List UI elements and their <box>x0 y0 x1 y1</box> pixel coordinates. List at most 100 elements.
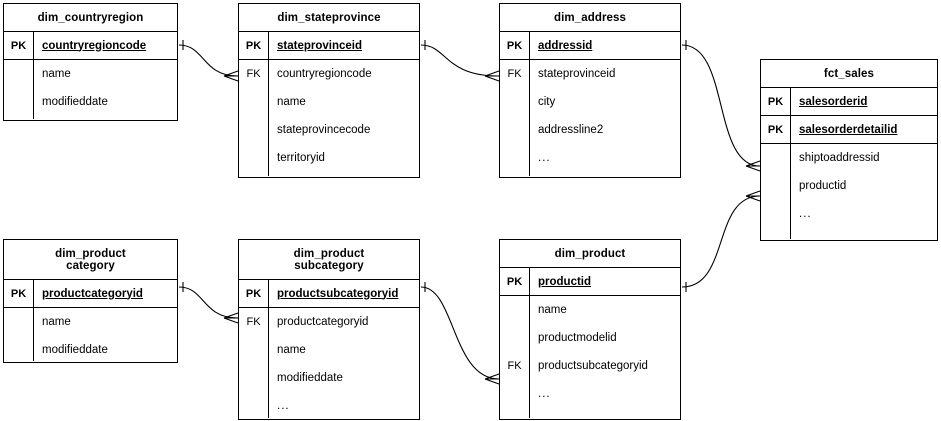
entity-title: dim_stateprovince <box>239 4 419 32</box>
pk-field-name: addressid <box>538 39 593 52</box>
field-row[interactable]: modifieddate <box>42 96 108 108</box>
field-row[interactable]: name <box>42 68 71 80</box>
pk-field-name: salesorderdetailid <box>799 123 898 136</box>
entity-title-text: dim_stateprovince <box>277 11 381 24</box>
attribute-section: FK countryregioncode name stateprovincecode… <box>239 60 419 177</box>
pk-field-name: productsubcategoryid <box>277 287 399 300</box>
entity-title-text: dim_product subcategory <box>293 247 365 272</box>
pk-field-name: salesorderid <box>799 95 868 108</box>
entity-title-text: dim_address <box>553 11 627 24</box>
relationship-line <box>420 44 500 77</box>
field-row[interactable]: stateprovincecode <box>277 124 371 136</box>
relationship-rel-address-fctsales[interactable] <box>681 40 761 172</box>
pk-badge: PK <box>500 268 530 295</box>
fk-badge: FK <box>246 316 261 328</box>
attribute-section: FK name productmodelid productsubcategoryid… <box>500 296 680 419</box>
key-column <box>4 308 34 362</box>
relationship-line <box>178 286 239 319</box>
field-row[interactable]: ... <box>538 152 551 164</box>
pk-field-name: countryregioncode <box>42 39 147 52</box>
field-row[interactable]: city <box>538 96 556 108</box>
relationship-line <box>681 195 761 288</box>
key-column <box>761 144 791 240</box>
pk-badge: PK <box>239 280 269 307</box>
relationship-line <box>681 44 761 167</box>
field-row[interactable]: shiptoaddressid <box>799 152 880 164</box>
entity-title-text: dim_countryregion <box>37 11 144 24</box>
fk-badge: FK <box>507 68 522 80</box>
key-column: FK <box>500 296 530 419</box>
relationship-line <box>178 44 239 77</box>
relationship-line <box>420 286 500 380</box>
field-row[interactable]: addressline2 <box>538 124 604 136</box>
relationship-rel-product-fctsales[interactable] <box>681 190 761 292</box>
field-row[interactable]: productcategoryid <box>277 316 369 328</box>
fk-badge: FK <box>246 68 261 80</box>
entity-title-text: fct_sales <box>823 67 875 80</box>
cardinality-many-crowsfoot <box>484 70 500 82</box>
entity-title: fct_sales <box>761 60 937 88</box>
cardinality-many-crowsfoot <box>223 70 239 82</box>
entity-title: dim_address <box>500 4 680 32</box>
cardinality-many-crowsfoot <box>484 373 500 385</box>
field-row[interactable]: territoryid <box>277 152 325 164</box>
fk-badge: FK <box>507 360 522 372</box>
cardinality-many-crowsfoot <box>223 312 239 324</box>
entity-title: dim_product subcategory <box>239 240 419 280</box>
relationship-rel-productcategory-subcategory[interactable] <box>178 282 239 324</box>
field-row[interactable]: modifieddate <box>277 372 343 384</box>
primary-key-row[interactable]: PK countryregioncode <box>4 32 177 60</box>
field-row[interactable]: productmodelid <box>538 332 617 344</box>
pk-badge: PK <box>761 88 791 115</box>
primary-key-row[interactable]: PK addressid <box>500 32 680 60</box>
pk-field-name: stateprovinceid <box>277 39 362 52</box>
pk-badge: PK <box>500 32 530 59</box>
key-column: FK <box>239 60 269 177</box>
relationship-rel-subcategory-product[interactable] <box>420 282 500 385</box>
pk-badge: PK <box>4 280 34 307</box>
pk-field-name: productcategoryid <box>42 287 143 300</box>
field-list: stateprovinceid city addressline2... <box>530 60 680 176</box>
field-row[interactable]: productsubcategoryid <box>538 360 648 372</box>
attribute-section: FK stateprovinceid city addressline2... <box>500 60 680 177</box>
field-list: name modifieddate <box>34 308 177 361</box>
field-row[interactable]: name <box>277 96 306 108</box>
primary-key-row[interactable]: PK productcategoryid <box>4 280 177 308</box>
relationship-rel-countryregion-stateprovince[interactable] <box>178 40 239 82</box>
field-row[interactable]: name <box>277 344 306 356</box>
attribute-section: FK productcategoryid name modifieddate... <box>239 308 419 419</box>
field-row[interactable]: ... <box>277 400 290 412</box>
field-row[interactable]: ... <box>538 388 551 400</box>
entity-title: dim_product category <box>4 240 177 280</box>
field-row[interactable]: productid <box>799 180 847 192</box>
relationship-rel-stateprovince-address[interactable] <box>420 40 500 82</box>
field-row[interactable]: name <box>42 316 71 328</box>
field-list: name modifieddate <box>34 60 177 119</box>
field-list: countryregioncode name stateprovincecode te… <box>269 60 419 176</box>
attribute-section: shiptoaddressid productid... <box>761 144 937 240</box>
primary-key-row[interactable]: PK productsubcategoryid <box>239 280 419 308</box>
entity-title: dim_countryregion <box>4 4 177 32</box>
field-row[interactable]: countryregioncode <box>277 68 372 80</box>
field-row[interactable]: name <box>538 304 567 316</box>
field-list: productcategoryid name modifieddate... <box>269 308 419 418</box>
primary-key-row[interactable]: PK salesorderid <box>761 88 937 116</box>
entity-title-text: dim_product <box>554 247 626 260</box>
field-row[interactable]: stateprovinceid <box>538 68 616 80</box>
field-list: shiptoaddressid productid... <box>791 144 937 239</box>
field-row[interactable]: ... <box>799 208 812 220</box>
pk-badge: PK <box>4 32 34 59</box>
attribute-section: name modifieddate <box>4 60 177 120</box>
field-row[interactable]: modifieddate <box>42 344 108 356</box>
